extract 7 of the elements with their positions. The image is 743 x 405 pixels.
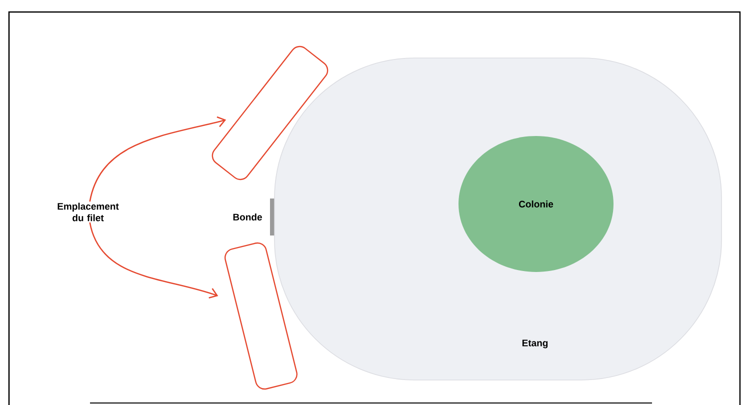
net-box	[212, 46, 328, 180]
curved-arrow	[89, 116, 226, 202]
drain-label: Bonde	[233, 214, 262, 220]
note-text: Emplacement du filet	[58, 202, 119, 222]
pond-label: Etang	[522, 340, 548, 348]
curved-arrow	[89, 222, 218, 299]
net-box	[224, 242, 298, 390]
